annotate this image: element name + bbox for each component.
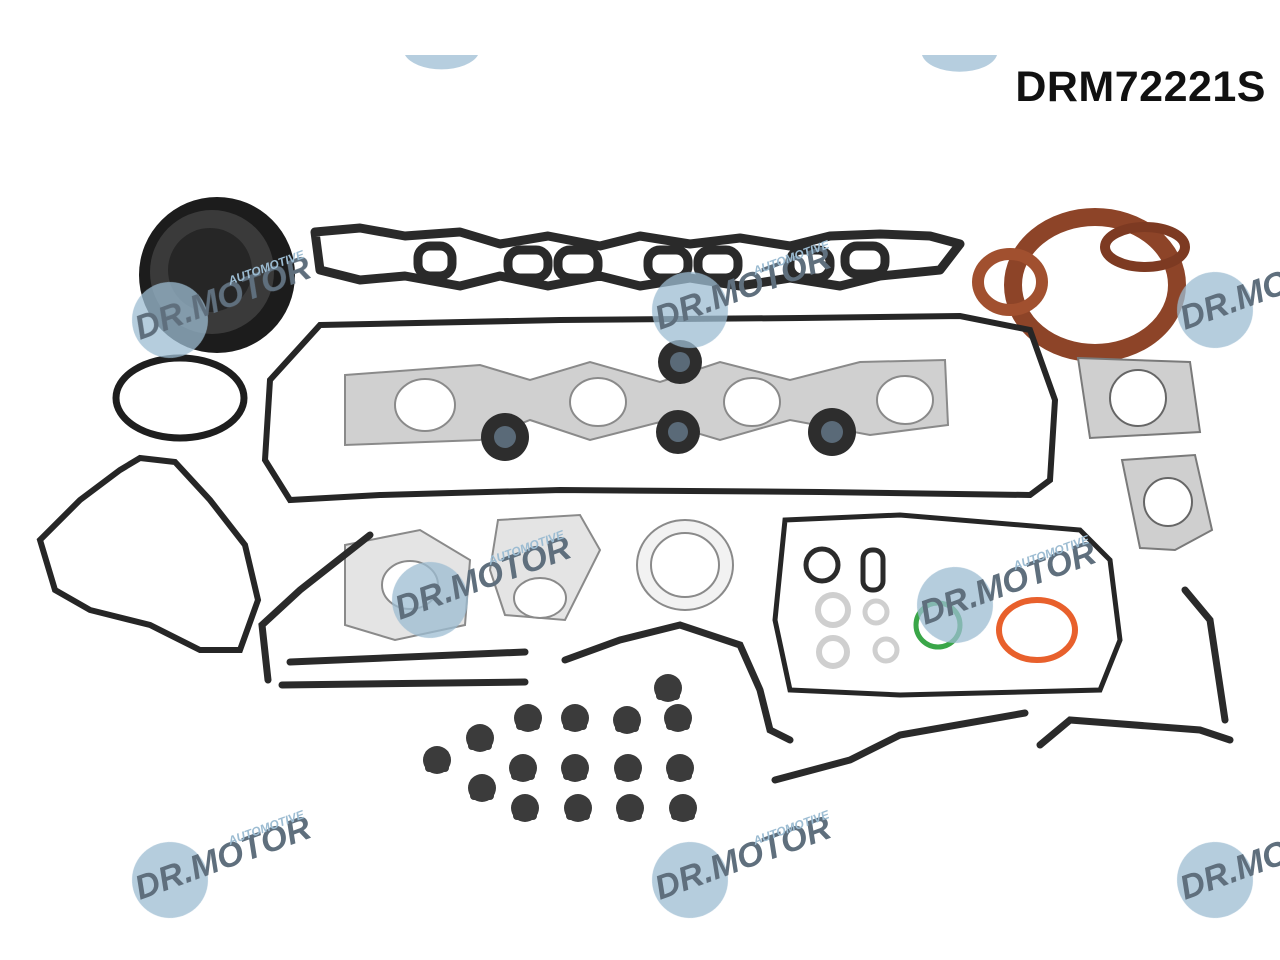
valve-stem-seals (423, 674, 697, 822)
brand-watermarks (132, 272, 1253, 918)
crankshaft-seals (972, 208, 1190, 362)
oil-pan-gasket (772, 512, 1123, 698)
o-ring-large (112, 354, 248, 442)
watermark-circles-top (405, 55, 997, 72)
exhaust-gasket-metal (344, 358, 950, 447)
water-pump-gasket (36, 454, 262, 653)
valve-cover-gasket (261, 312, 1059, 504)
egr-gasket-square (1076, 356, 1214, 552)
manifold-gasket-dark (310, 223, 965, 291)
timing-cover-seals (258, 531, 1234, 784)
product-code: DRM72221S (1015, 63, 1266, 111)
small-oil-seals (481, 340, 856, 461)
